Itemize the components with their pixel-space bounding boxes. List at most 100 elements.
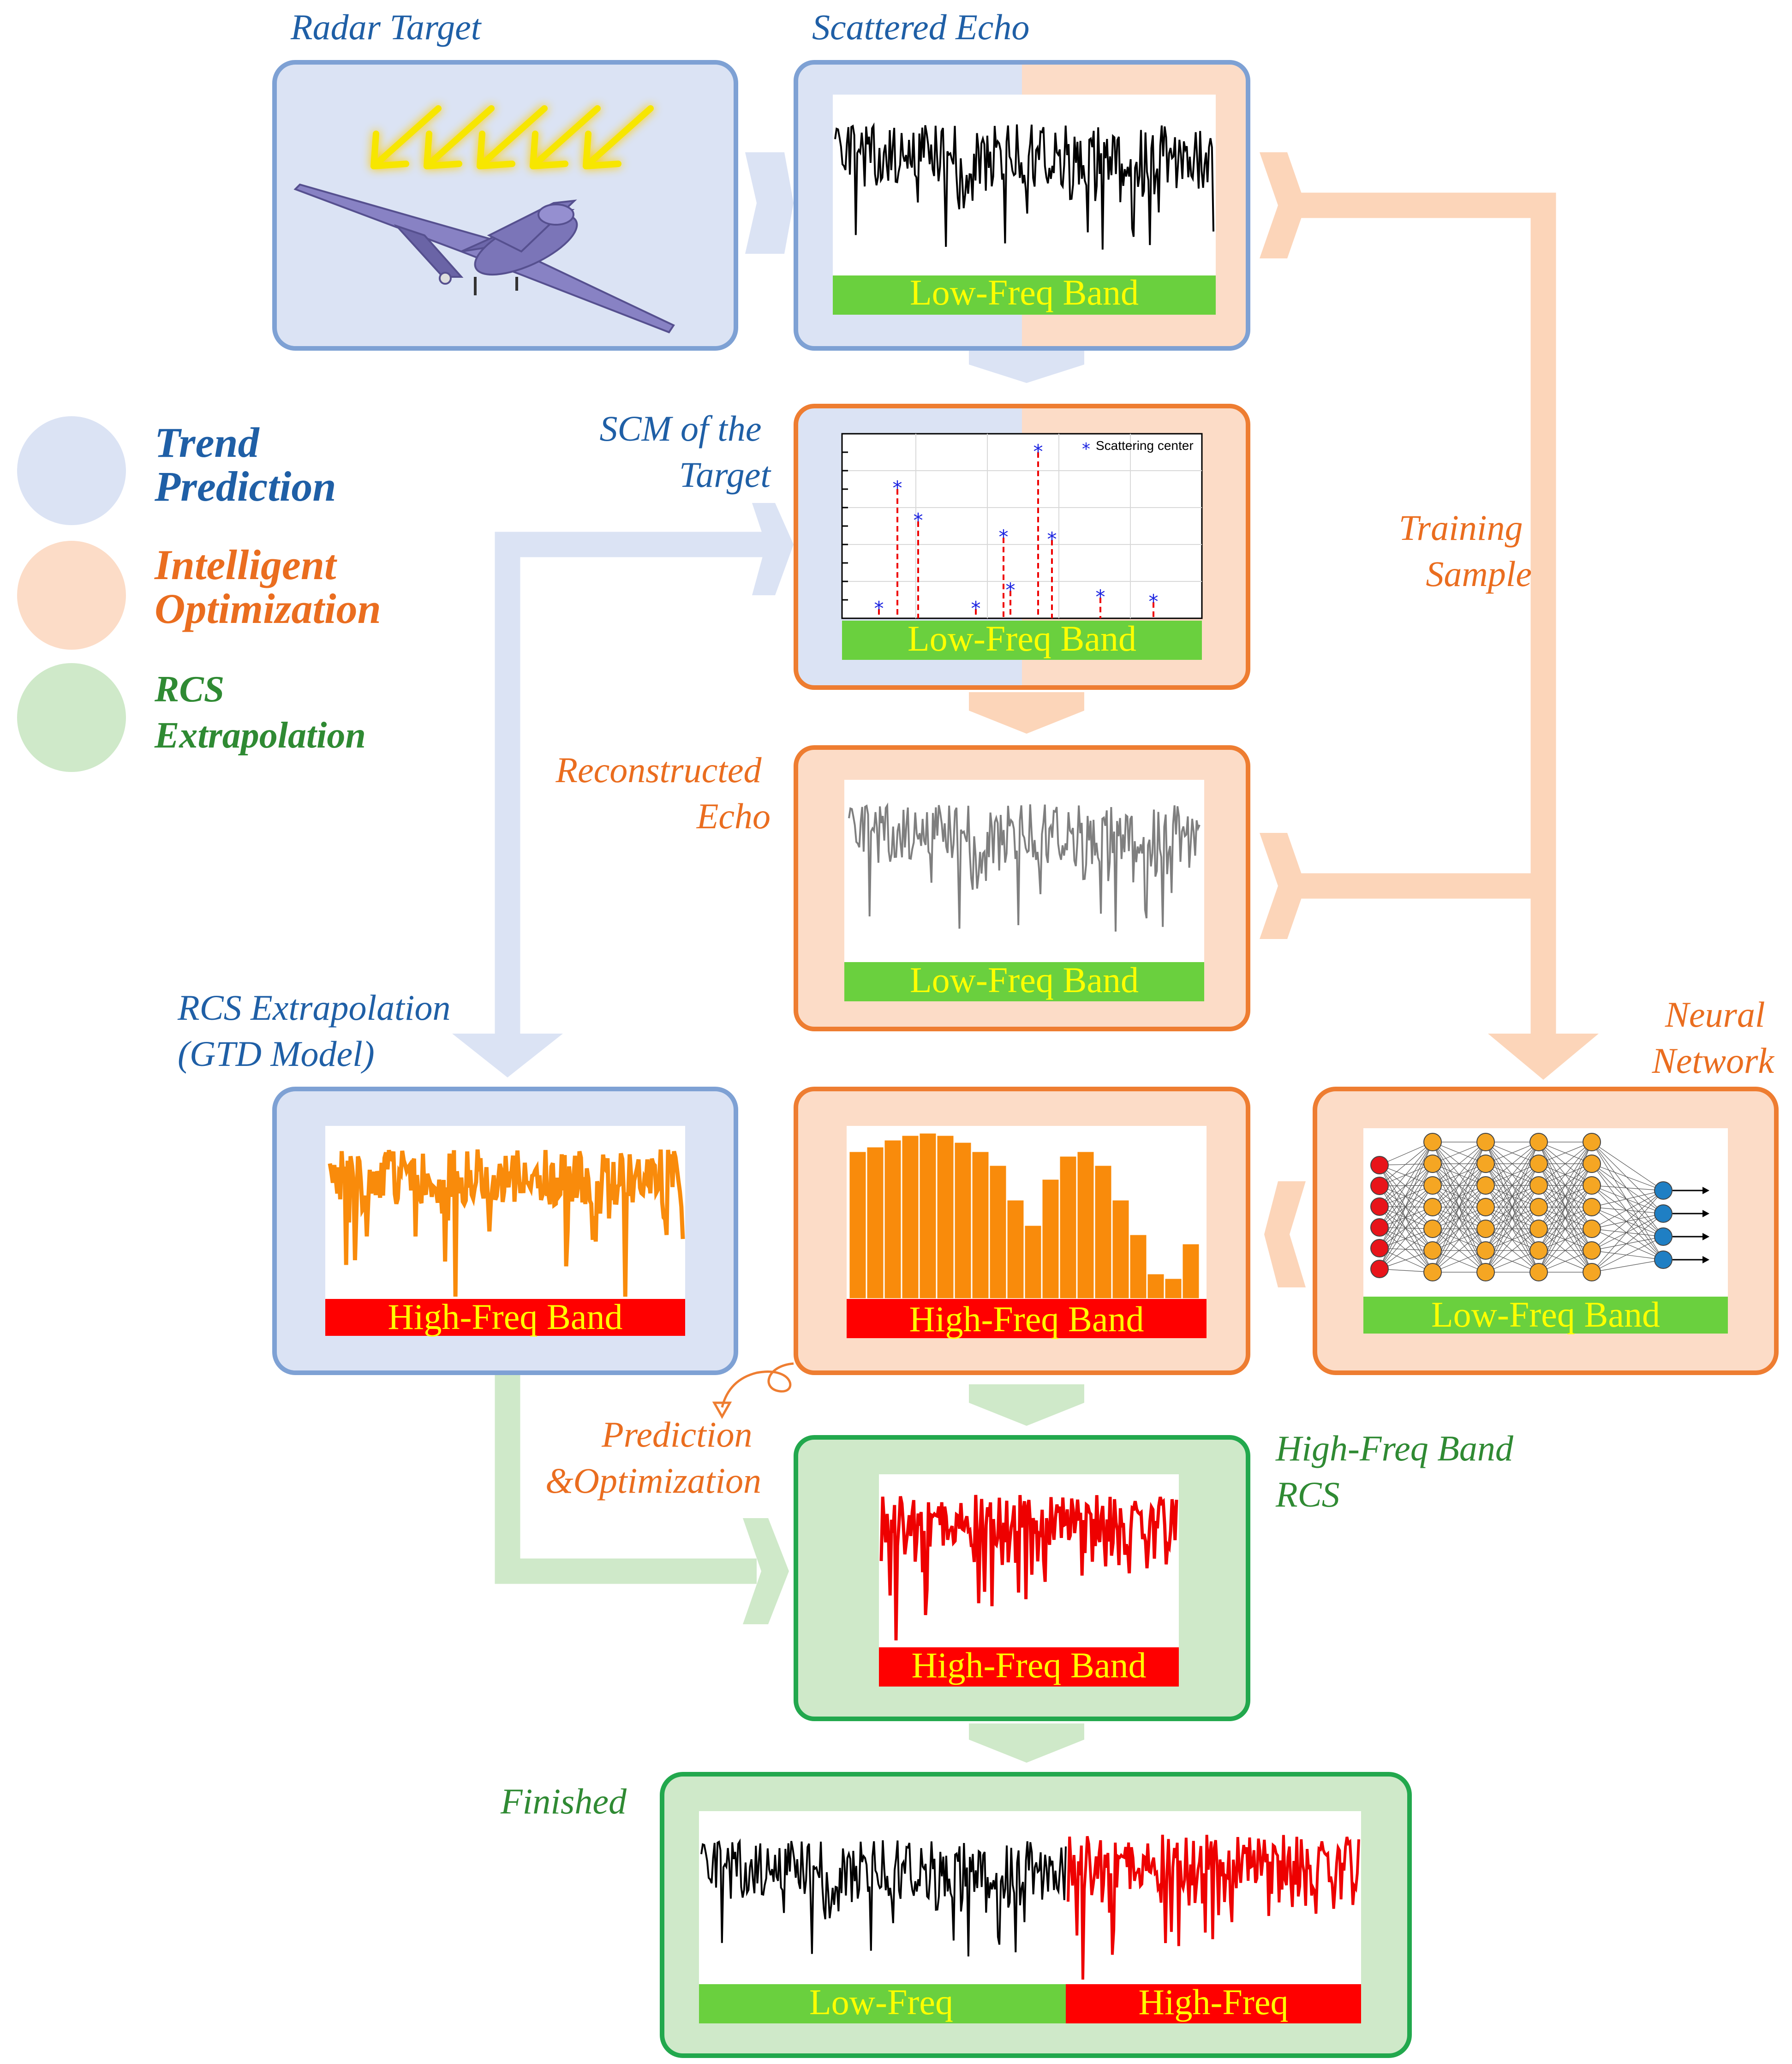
nn-edge [1379, 1227, 1433, 1273]
low-freq-band-label: Low-Freq Band [1431, 1294, 1660, 1334]
nn-edge [1432, 1250, 1486, 1273]
optimization-barchart-box: High-Freq Band [794, 1087, 1250, 1375]
nn-node [1529, 1176, 1548, 1195]
scattering-center-9: * [1096, 586, 1105, 618]
nn-node [1583, 1263, 1601, 1281]
nn-edge [1379, 1142, 1433, 1186]
nn-edge [1379, 1206, 1433, 1273]
nn-edge [1379, 1207, 1433, 1228]
chevron-arrow-radar-to-echo [745, 152, 794, 254]
nn-edge [1591, 1185, 1664, 1237]
nn-node [1476, 1176, 1495, 1195]
nn-edge [1432, 1142, 1486, 1208]
legend-swatch-trend [17, 416, 126, 525]
legend-swatch-intelligent [17, 541, 126, 650]
nn-edge [1591, 1228, 1664, 1260]
svg-text:*: * [1096, 586, 1105, 608]
finished-low-freq-signal [700, 1838, 1067, 1956]
nn-edge [1379, 1185, 1433, 1207]
nn-node [1476, 1155, 1495, 1173]
low-freq-band-bar [844, 962, 1204, 1001]
chevron-arrow-into-training-path [1260, 152, 1306, 258]
nn-edge [1379, 1227, 1433, 1251]
nn-edge [1591, 1142, 1664, 1214]
nn-edge [1485, 1142, 1539, 1229]
nn-edge [1485, 1142, 1539, 1208]
optimization-bars [848, 1132, 1201, 1300]
finished-low-freq-label: Low-Freq [809, 1982, 953, 2022]
nn-edge [1379, 1142, 1433, 1249]
nn-node [1370, 1239, 1389, 1257]
neural-network-connections [1379, 1142, 1664, 1273]
neural-network-nodes [1370, 1133, 1709, 1281]
nn-node [1529, 1220, 1548, 1238]
chevron-arrow-echo-to-scm [969, 351, 1084, 383]
finished-low-freq-bar [699, 1984, 1066, 2023]
nn-node [1583, 1176, 1601, 1195]
nn-edge [1591, 1207, 1664, 1260]
nn-edge [1379, 1228, 1433, 1249]
low-freq-band-bar [1363, 1297, 1728, 1334]
nn-edge [1379, 1142, 1433, 1166]
nn-node [1423, 1263, 1442, 1281]
nn-edge [1379, 1185, 1433, 1273]
nn-edge [1591, 1190, 1664, 1273]
nn-edge [1379, 1165, 1433, 1273]
nn-edge [1485, 1142, 1539, 1186]
nn-node [1370, 1156, 1389, 1174]
nn-edge [1379, 1228, 1433, 1269]
scattering-center-10: * [1149, 590, 1159, 618]
nn-node [1370, 1197, 1389, 1216]
svg-text:*: * [1033, 440, 1043, 463]
scattering-center-6: * [1006, 579, 1015, 618]
nn-edge [1591, 1190, 1664, 1251]
nn-edge [1379, 1165, 1433, 1186]
rcs-extrapolation-label: RCS Extrapolation (GTD Model) [177, 987, 460, 1074]
nn-node [1423, 1133, 1442, 1151]
neural-network-box: Low-Freq Band [1313, 1087, 1779, 1375]
nn-edge [1591, 1207, 1664, 1237]
chevron-arrow-scm-to-reconstructed [969, 692, 1084, 734]
scattered-echo-label: Scattered Echo [812, 7, 1029, 47]
nn-edge [1591, 1250, 1664, 1260]
nn-edge [1591, 1190, 1664, 1229]
reconstructed-echo-box: Reconstructed Echo Low-Freq Band [555, 745, 1250, 1031]
radar-target-label: Radar Target [290, 7, 482, 47]
extrapolation-to-final-path [495, 1370, 757, 1584]
nn-edge [1379, 1248, 1433, 1273]
nn-node [1583, 1155, 1601, 1173]
nn-edge [1379, 1163, 1433, 1186]
reconstructed-echo-signal [848, 802, 1201, 932]
training-sample-path [1287, 192, 1556, 1061]
scm-legend: * Scattering center [1082, 438, 1194, 459]
scm-grid [842, 434, 1202, 618]
high-freq-rcs-label: High-Freq Band RCS [1275, 1428, 1522, 1514]
nn-edge [1432, 1142, 1486, 1229]
nn-node [1423, 1176, 1442, 1195]
finished-label: Finished [500, 1781, 627, 1821]
nn-edge [1432, 1207, 1486, 1273]
chevron-arrow-reconstructed-to-training [1260, 833, 1306, 939]
svg-text:*: * [914, 509, 923, 532]
finished-high-freq-signal [1067, 1835, 1360, 1980]
nn-edge [1379, 1142, 1433, 1207]
nn-edge [1591, 1213, 1664, 1273]
nn-edge [1379, 1163, 1433, 1269]
nn-edge [1591, 1142, 1664, 1260]
radar-target-box: Radar Target [272, 7, 738, 351]
nn-edge [1591, 1259, 1664, 1273]
nn-edge [1591, 1236, 1664, 1251]
nn-node [1654, 1181, 1673, 1200]
low-freq-band-label: Low-Freq Band [910, 960, 1139, 1000]
nn-edge [1379, 1206, 1433, 1251]
training-sample-label: Training Sample [1399, 508, 1532, 594]
scattering-center-5: * [999, 526, 1009, 618]
nn-edge [1538, 1142, 1592, 1251]
finished-high-freq-label: High-Freq [1139, 1982, 1289, 2022]
svg-text:*: * [971, 597, 981, 620]
low-freq-band-label: Low-Freq Band [910, 272, 1139, 312]
nn-edge [1379, 1165, 1433, 1208]
chevron-arrow-scm-to-trend-path [752, 503, 794, 595]
